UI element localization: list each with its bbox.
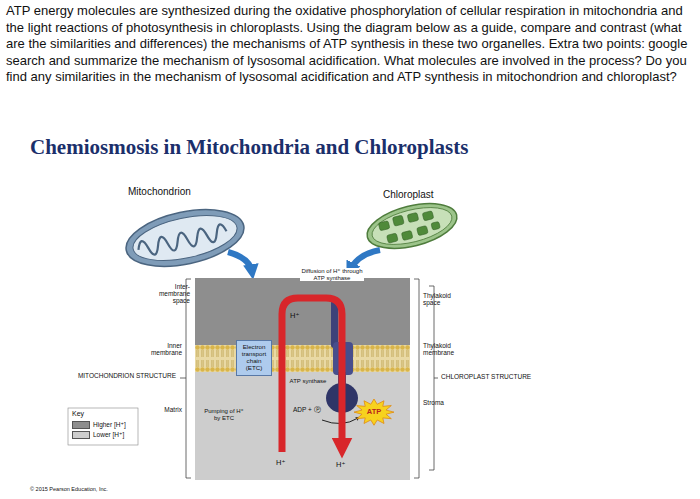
low-proton-region <box>195 371 410 480</box>
organelle-name: Chloroplast <box>383 189 434 200</box>
region-label: Inter-membrane space <box>146 283 190 304</box>
bracket <box>414 279 419 478</box>
atp-starburst: ATP <box>357 402 391 422</box>
legend-swatch <box>72 421 90 429</box>
legend-swatch <box>72 431 90 439</box>
key-box <box>68 408 138 445</box>
structure-label: MITOCHONDRION STRUCTURE <box>60 372 176 379</box>
proton-flow-arrow <box>282 298 342 452</box>
bracket <box>429 286 438 470</box>
node-text: Electron transport chain (ETC) <box>238 344 270 371</box>
proton-label: H⁺ <box>290 312 299 320</box>
copyright: © 2015 Pearson Education, Inc. <box>30 486 108 492</box>
region-label: Stroma <box>423 399 467 406</box>
region-label: Thylakoid space <box>423 292 467 306</box>
legend-entry: Higher [H⁺] <box>72 421 126 429</box>
etc-box: Electron transport chain (ETC) <box>236 340 272 375</box>
mitochondrion-drawing <box>121 200 249 276</box>
node-text: ATP <box>358 408 390 416</box>
high-proton-region <box>195 278 410 346</box>
key-heading: Key <box>72 410 84 418</box>
enzyme-label: ATP synthase <box>287 378 329 385</box>
organelle-name: Mitochondrion <box>128 186 191 197</box>
legend-text: Higher [H⁺] <box>93 421 126 428</box>
legend-text: Lower [H⁺] <box>93 431 124 438</box>
process-label: Pumping of H⁺ by ETC <box>204 408 244 421</box>
proton-label: H⁺ <box>336 461 345 469</box>
bracket <box>180 279 191 478</box>
region-label: Inner membrane <box>146 342 182 356</box>
process-label: Diffusion of H⁺ through ATP synthase <box>300 268 364 281</box>
membrane <box>195 345 410 372</box>
legend-entry: Lower [H⁺] <box>72 431 124 439</box>
region-label: Thylakoid membrane <box>423 342 467 356</box>
region-label: Matrix <box>146 406 182 413</box>
chloroplast-drawing <box>363 195 462 256</box>
zoom-arrow <box>350 250 380 270</box>
reactant-label: ADP + Ⓟ <box>293 406 321 413</box>
zoom-arrow <box>228 252 252 272</box>
structure-label: CHLOROPLAST STRUCTURE <box>441 373 541 380</box>
proton-label: H⁺ <box>276 459 285 467</box>
title: Chemiosmosis in Mitochondria and Chlorop… <box>30 136 468 159</box>
question-text: ATP energy molecules are synthesized dur… <box>6 3 696 86</box>
